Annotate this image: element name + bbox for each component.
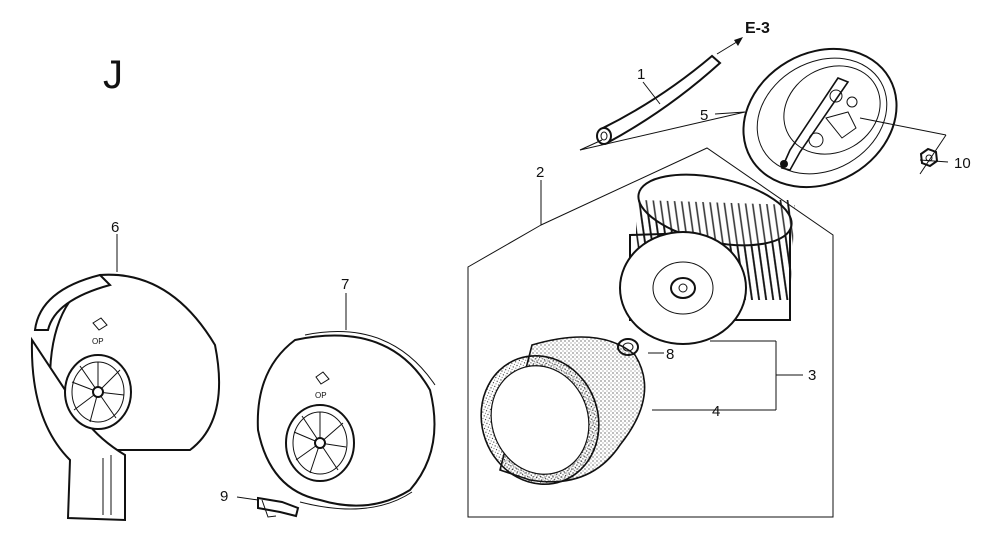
callout-8: 8 (666, 346, 674, 363)
outer-cover-part: OP (30, 273, 221, 522)
air-cleaner-case-part (742, 47, 898, 189)
callouts: 1 2 3 4 5 6 7 8 9 10 (111, 66, 971, 505)
callout-3: 3 (808, 367, 816, 384)
cover-mark-6: OP (92, 337, 104, 346)
foam-element-part (480, 336, 646, 486)
leader-lines (116, 81, 949, 501)
reference-label: E-3 (745, 20, 770, 37)
clip-part (257, 496, 300, 518)
callout-9: 9 (220, 488, 228, 505)
filter-element-part (619, 173, 795, 345)
callout-6: 6 (111, 219, 119, 236)
reference-arrow (716, 37, 743, 55)
callout-7: 7 (341, 276, 349, 293)
callout-2: 2 (536, 164, 544, 181)
callout-4: 4 (712, 403, 720, 420)
callout-5: 5 (700, 107, 708, 124)
cover-mark-7: OP (315, 391, 327, 400)
inner-cover-part: OP (256, 331, 436, 510)
assembly-boundary (467, 147, 834, 518)
callout-1: 1 (637, 66, 645, 83)
callout-10: 10 (954, 155, 971, 172)
breather-tube-part (596, 54, 722, 145)
section-letter: J (103, 53, 123, 97)
